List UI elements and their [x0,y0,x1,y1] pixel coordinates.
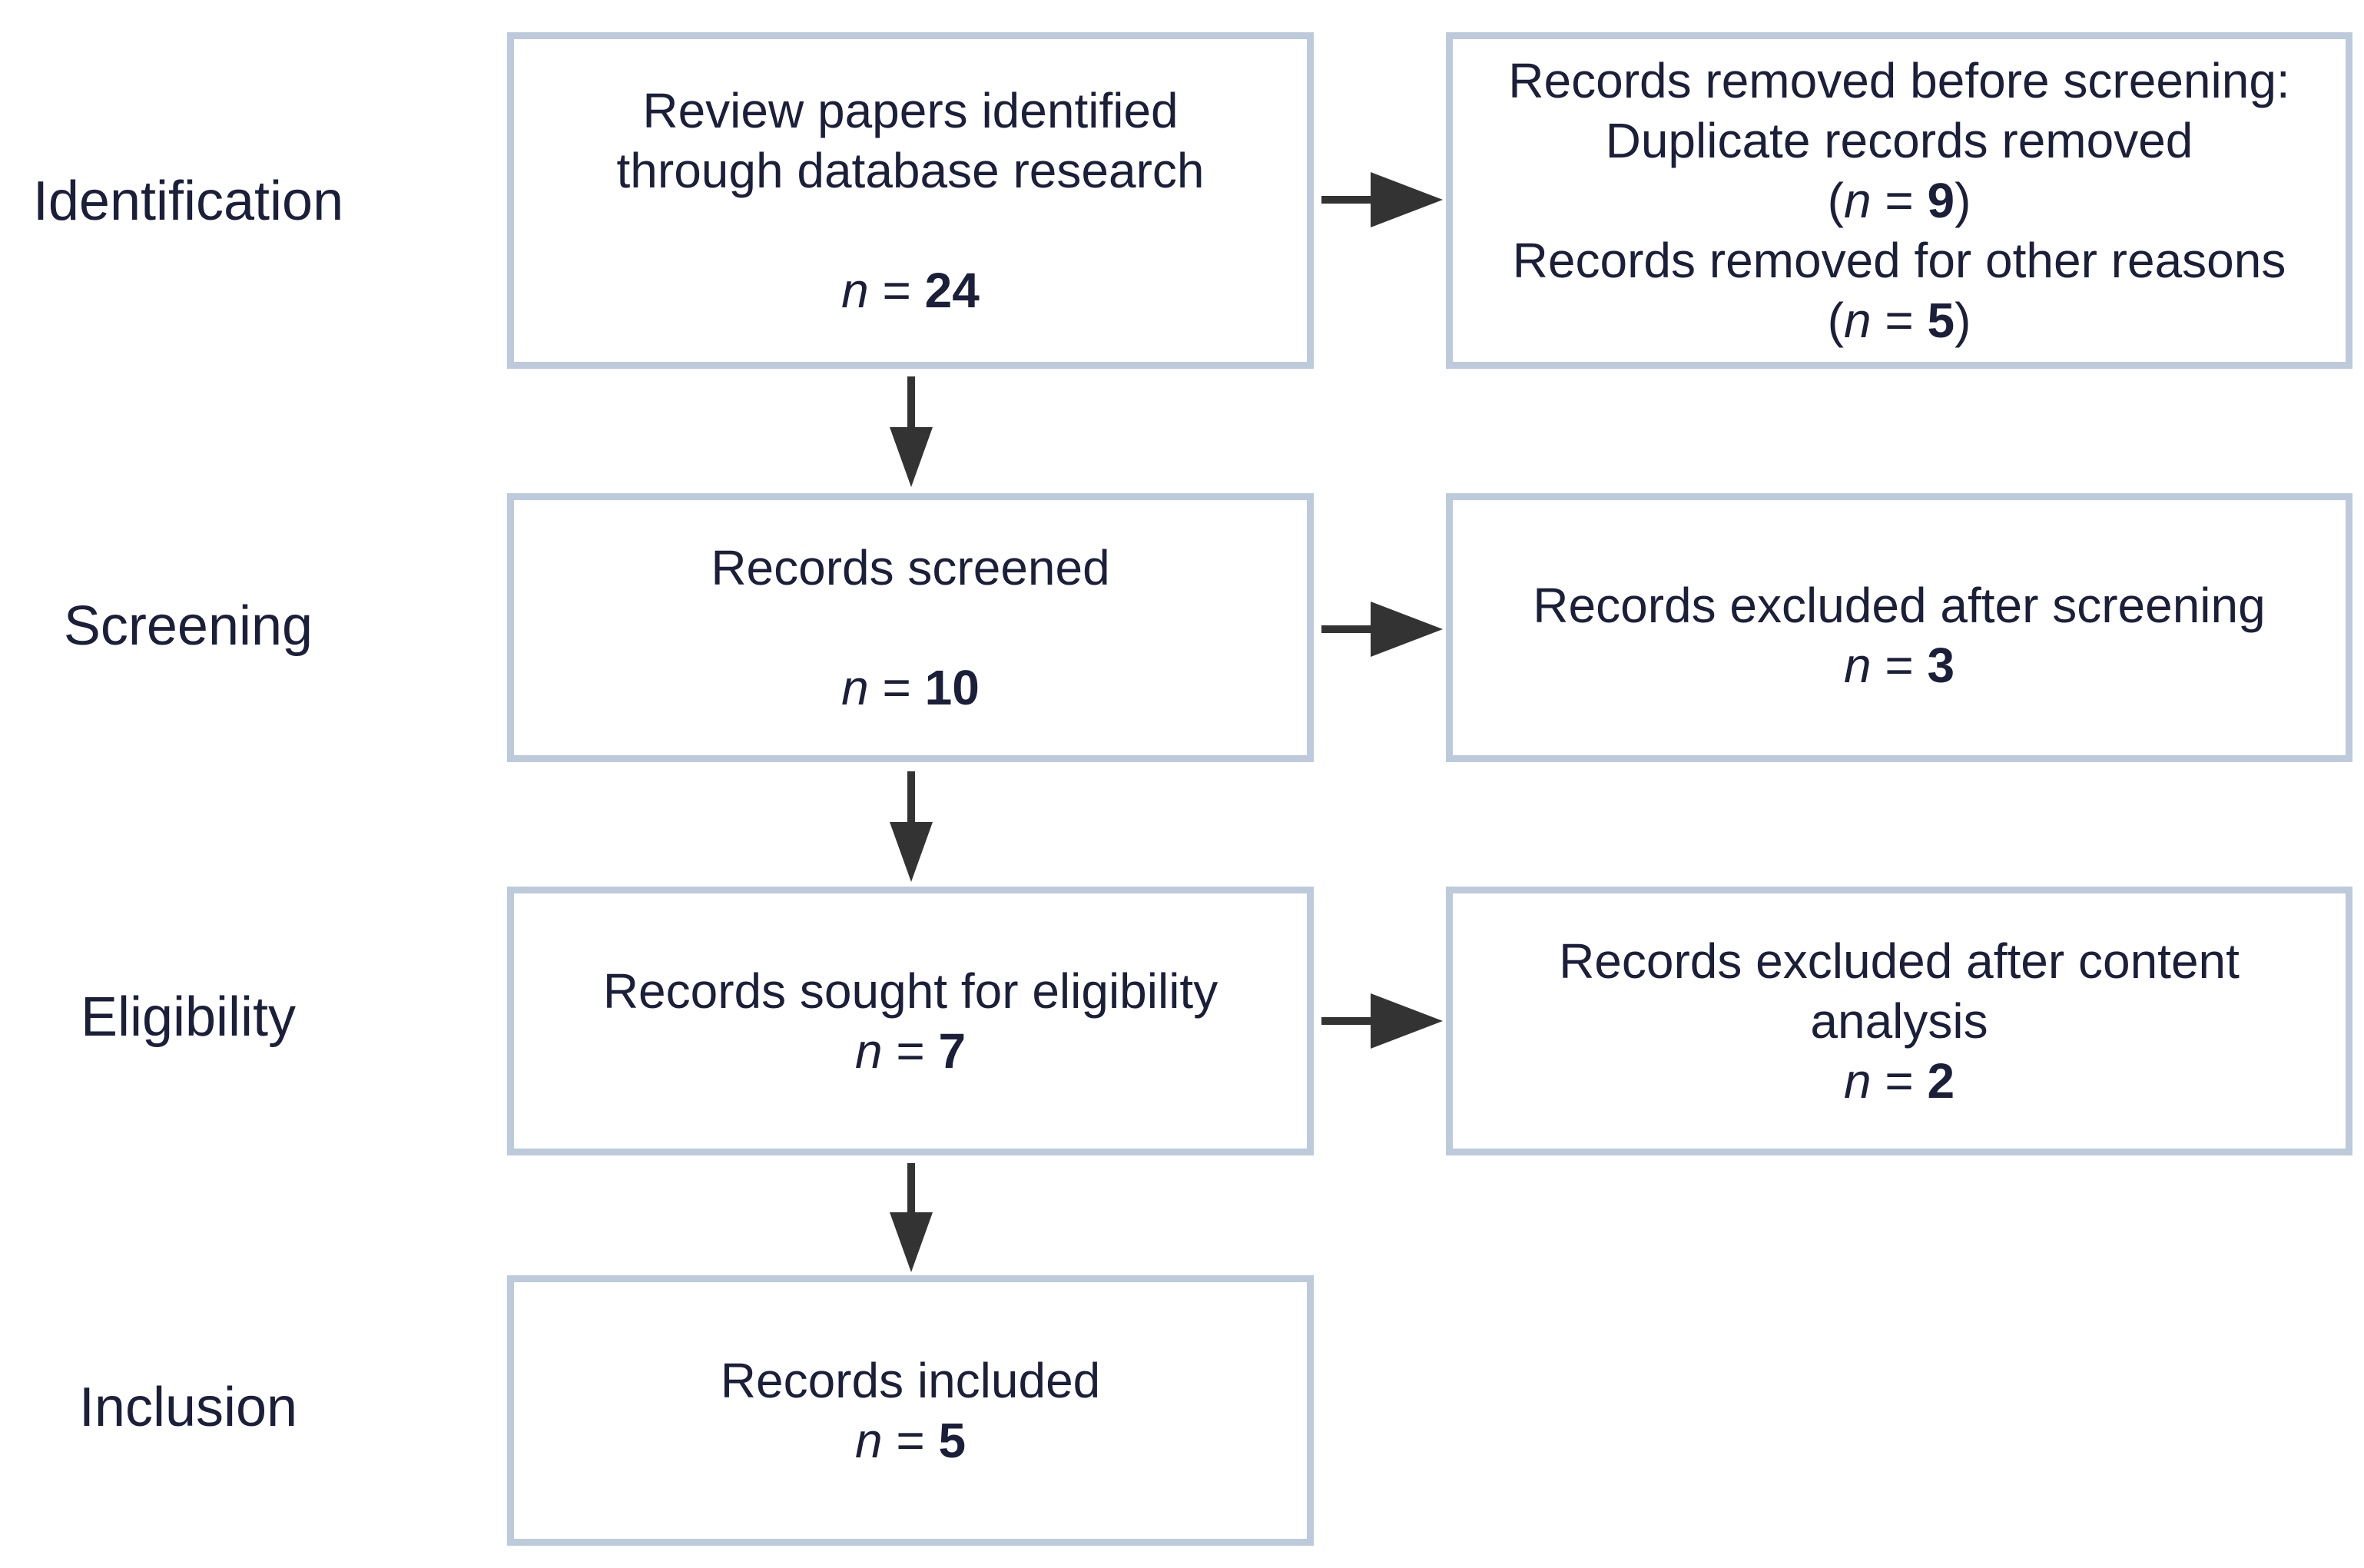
excluded-content-text-line-1: Records excluded after content [1559,933,2240,989]
excluded-after-content-analysis-box: Records excluded after content analysis … [1446,887,2352,1155]
excluded-content-count: n = 2 [1844,1051,1955,1111]
stage-label-eligibility: Eligibility [80,986,297,1048]
n-symbol: n [1843,638,1872,693]
eligibility-count: n = 7 [855,1021,966,1081]
inclusion-box: Records included n = 5 [507,1275,1314,1546]
count-value: 7 [938,1023,966,1079]
identification-count: n = 24 [841,260,980,320]
equals-sign: = [1885,638,1914,693]
count-value: 24 [924,263,980,318]
equals-sign: = [1885,293,1914,348]
other-reasons-label: Records removed for other reasons [1512,233,2286,288]
screening-text-line-1: Records screened [711,540,1110,595]
removed-heading: Records removed before screening: [1508,53,2290,108]
n-symbol: n [854,1023,883,1079]
eligibility-text-line-1: Records sought for eligibility [602,963,1218,1019]
n-symbol: n [841,263,869,318]
equals-sign: = [896,1413,925,1468]
other-reasons-count: (n = 5) [1827,293,1971,348]
arrow-down-2 [890,771,933,882]
identification-text-line-2: through database research [616,143,1205,198]
excluded-content-text-line-2: analysis [1810,993,1988,1049]
n-symbol: n [841,660,869,715]
equals-sign: = [1885,173,1914,228]
equals-sign: = [896,1023,925,1079]
equals-sign: = [882,660,911,715]
equals-sign: = [882,263,911,318]
stage-label-identification: Identification [32,171,344,232]
screening-box: Records screened n = 10 [507,493,1314,762]
identification-text-line-1: Review papers identified [642,83,1179,138]
count-value: 2 [1927,1053,1955,1109]
duplicate-records-label: Duplicate records removed [1605,113,2193,168]
excluded-after-screening-box: Records excluded after screening n = 3 [1446,493,2352,762]
arrow-right-2 [1321,602,1443,657]
equals-sign: = [1885,1053,1914,1109]
n-symbol: n [854,1413,883,1468]
arrow-right-3 [1321,993,1443,1049]
duplicate-records-count: (n = 9) [1827,173,1971,228]
stage-label-screening: Screening [63,595,313,657]
inclusion-text-line-1: Records included [720,1353,1101,1408]
n-symbol: n [1843,173,1872,228]
arrow-right-1 [1321,172,1443,227]
removed-before-screening-box: Records removed before screening: Duplic… [1446,32,2352,369]
stage-label-inclusion: Inclusion [78,1377,298,1438]
identification-box: Review papers identified through databas… [507,32,1314,369]
excluded-screening-text: Records excluded after screening [1533,578,2266,633]
arrow-down-1 [890,376,933,487]
count-value: 3 [1927,638,1955,693]
n-symbol: n [1843,293,1872,348]
n-symbol: n [1843,1053,1872,1109]
excluded-screening-count: n = 3 [1844,635,1955,695]
count-value: 5 [938,1413,966,1468]
count-value: 9 [1927,173,1955,228]
eligibility-box: Records sought for eligibility n = 7 [507,887,1314,1155]
count-value: 5 [1927,293,1955,348]
screening-count: n = 10 [841,658,980,718]
inclusion-count: n = 5 [855,1411,966,1470]
count-value: 10 [924,660,980,715]
arrow-down-3 [890,1163,933,1272]
